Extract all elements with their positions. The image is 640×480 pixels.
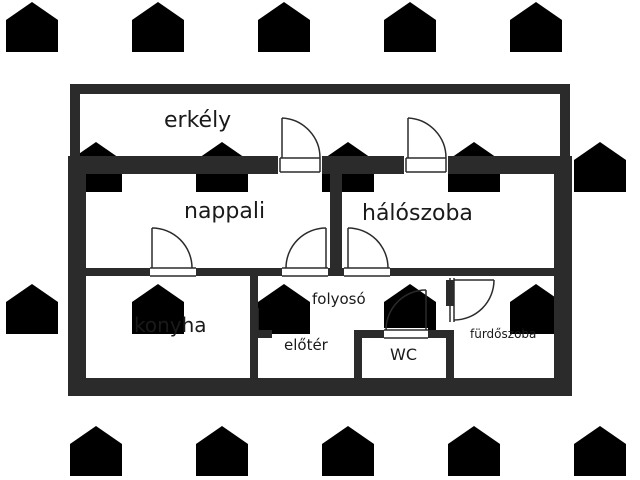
door-wc[interactable] [384, 289, 428, 339]
doors [150, 117, 495, 339]
watermark-pattern [6, 2, 626, 476]
room-label-balcony: erkély [164, 108, 231, 133]
room-label-bedroom: hálószoba [362, 201, 473, 226]
room-label-living: nappali [184, 199, 265, 224]
door-bathroom[interactable] [449, 278, 495, 322]
room-label-bathroom: fürdőszoba [470, 327, 536, 341]
room-label-hall: előtér [284, 336, 329, 354]
room-label-kitchen: konyha [134, 313, 207, 337]
door-corridor-bedroom[interactable] [344, 227, 390, 277]
room-label-corridor: folyosó [312, 290, 366, 308]
door-living-kitchen[interactable] [150, 227, 196, 277]
door-balcony-bedroom[interactable] [405, 117, 447, 173]
room-label-wc: WC [390, 345, 417, 364]
door-balcony-living[interactable] [279, 117, 321, 173]
door-corridor-living[interactable] [282, 227, 328, 277]
